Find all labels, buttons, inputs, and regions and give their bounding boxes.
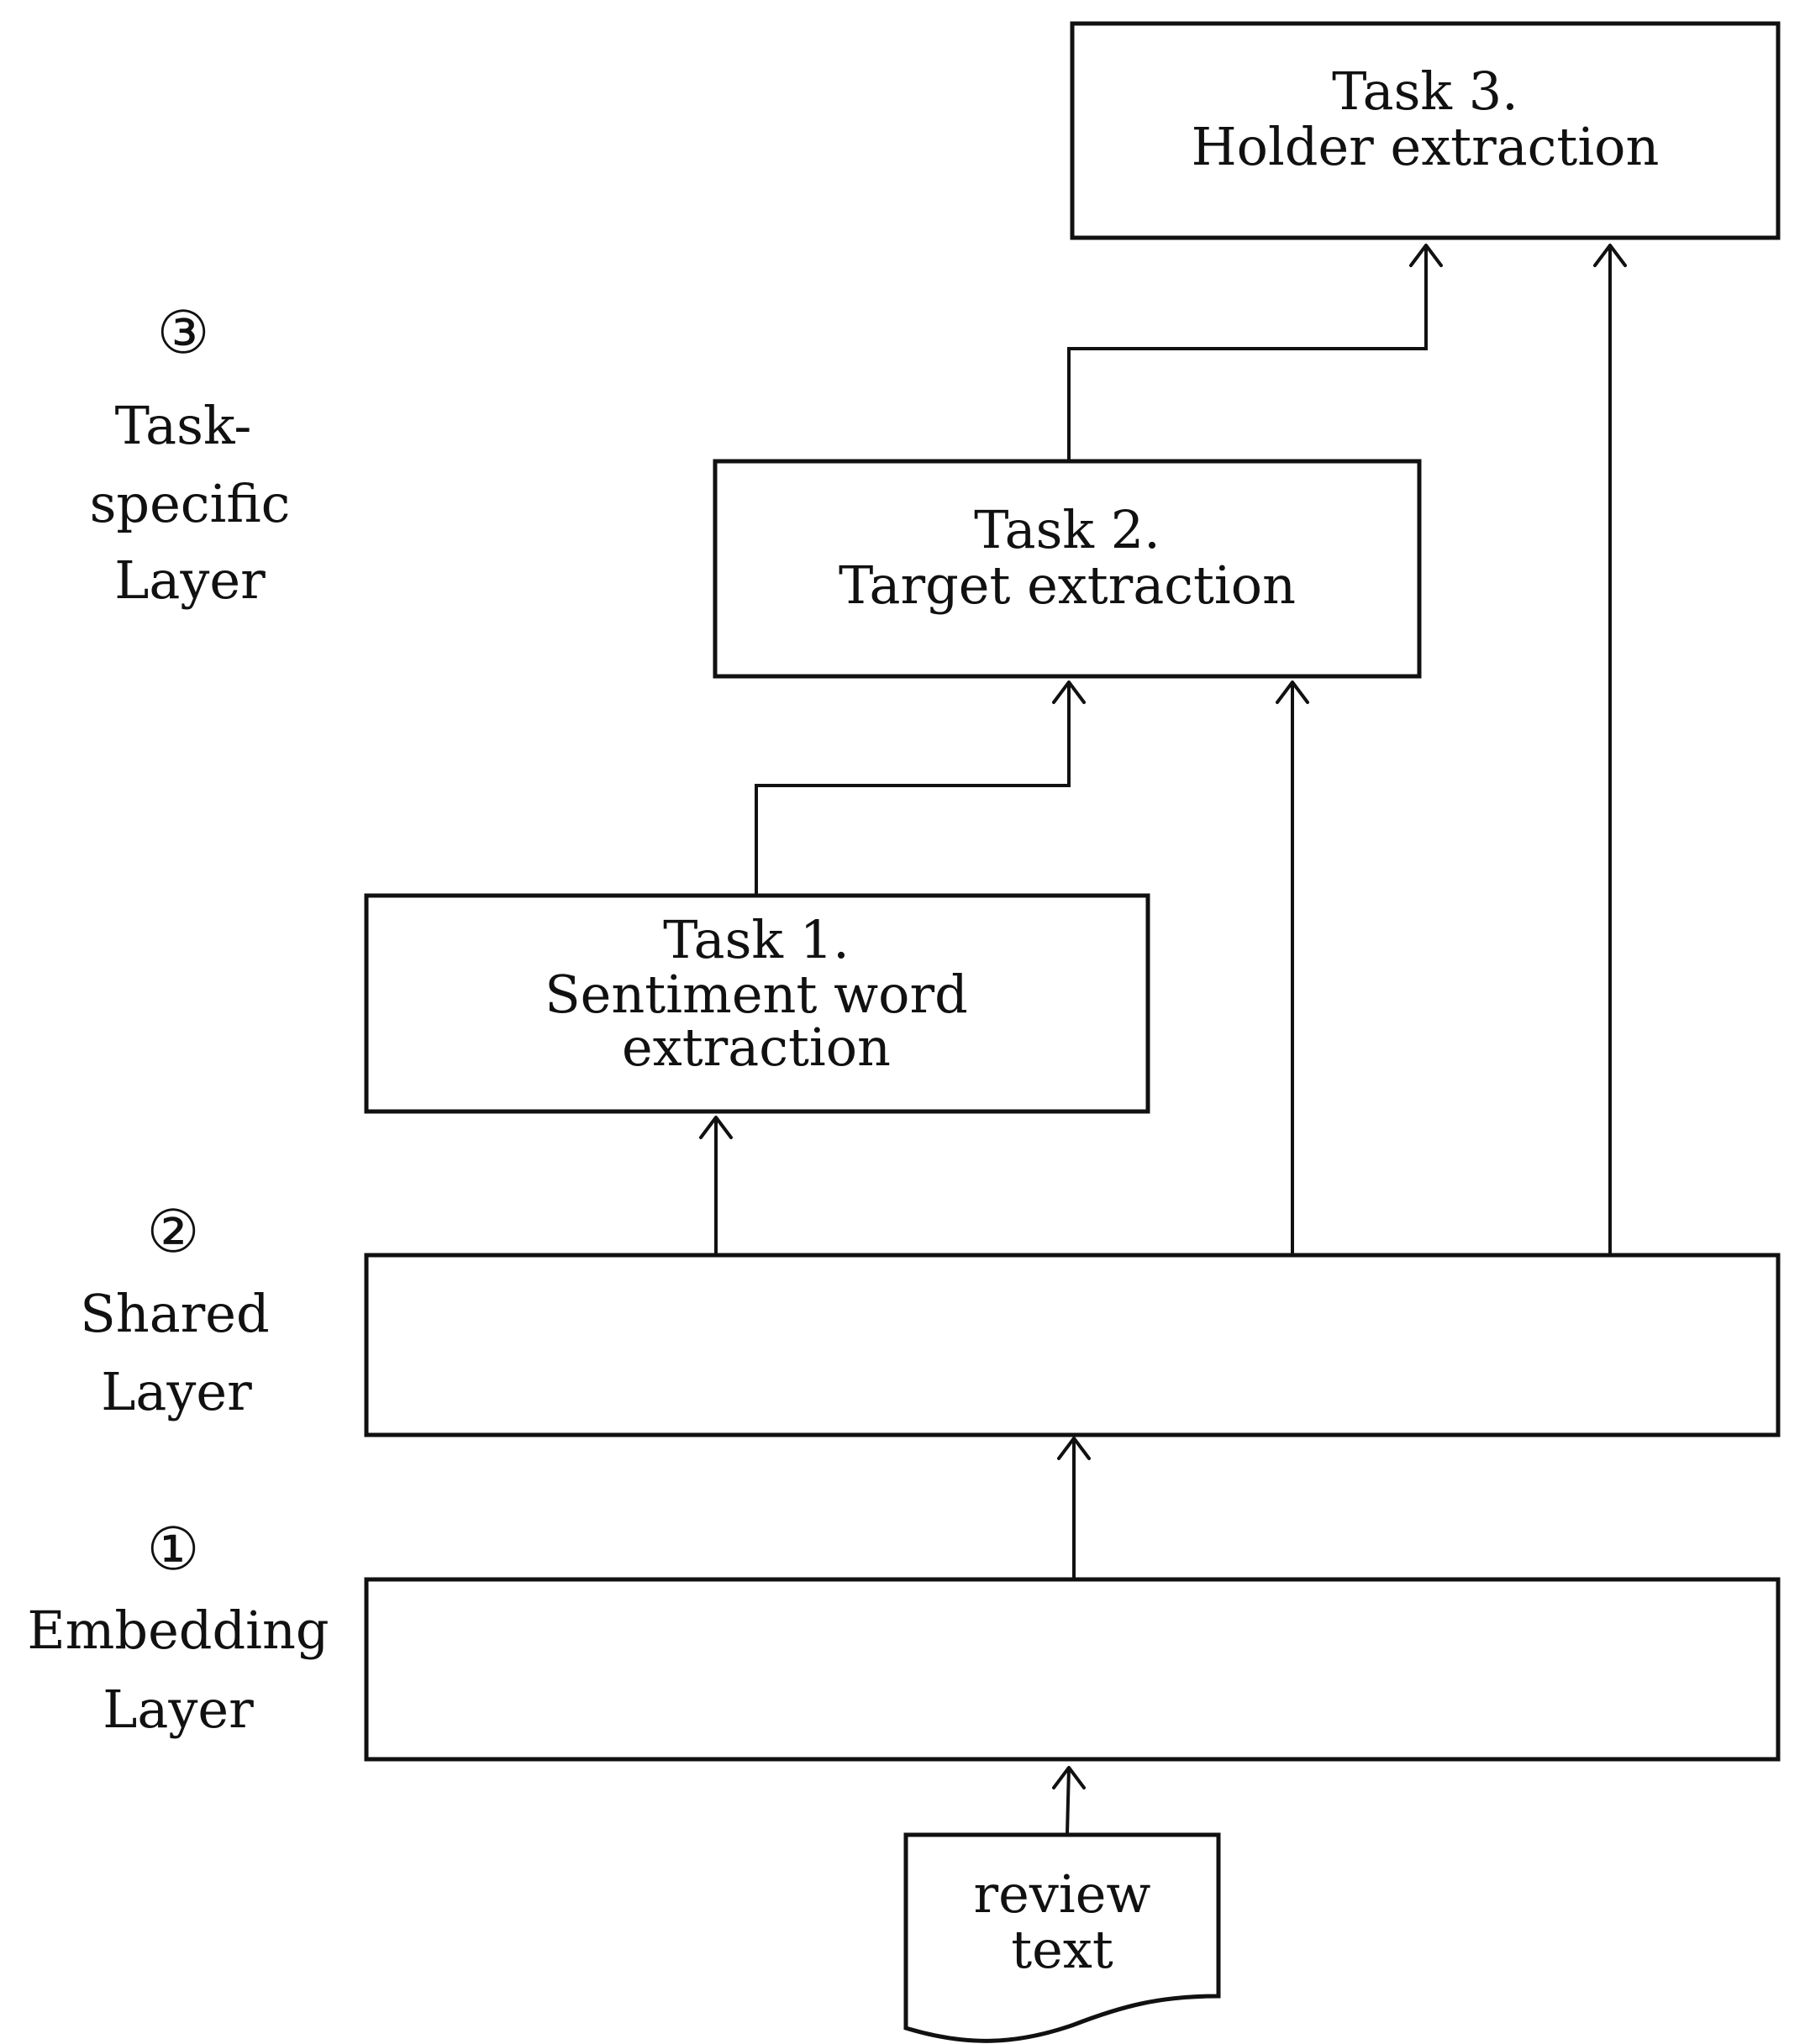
layer-label-line: Layer: [101, 1361, 252, 1422]
arrowhead-up-icon: [1052, 680, 1086, 704]
arrowhead-up-icon: [1276, 680, 1309, 704]
connector-input-to-embedding: [1066, 1767, 1071, 1835]
layer-label-embedding: ① Embedding Layer: [27, 1515, 329, 1740]
layer-label-line: Shared: [80, 1283, 269, 1344]
arrowhead-up-icon: [1409, 244, 1443, 267]
input-line1: review: [974, 1863, 1151, 1925]
document-shape-icon: [903, 1832, 1221, 2043]
layer-label-line: Task-: [115, 395, 252, 456]
arrowheads: [699, 244, 1627, 1789]
task2-name: Target extraction: [839, 554, 1296, 616]
arrowhead-up-icon: [699, 1116, 733, 1139]
connectors: [714, 245, 1612, 1835]
layer-label-line: Layer: [103, 1679, 254, 1740]
task1-name-line1: Sentiment word: [545, 964, 968, 1025]
circled-one-marker: ①: [147, 1515, 200, 1584]
task1-name-line2: extraction: [622, 1017, 891, 1078]
task3-box: Task 3. Holder extraction: [1070, 21, 1781, 240]
connector-task2-to-task3: [1067, 245, 1428, 460]
input-line2: text: [1011, 1919, 1113, 1980]
task1-box: Task 1. Sentiment word extraction: [364, 893, 1150, 1114]
layer-label-line: Embedding: [27, 1600, 329, 1661]
layer-label-line: specific: [90, 473, 291, 534]
shared-layer-box: [364, 1253, 1781, 1437]
arrowhead-up-icon: [1052, 1766, 1086, 1789]
connector-task1-to-task2: [755, 682, 1071, 896]
task3-name: Holder extraction: [1192, 116, 1660, 177]
embedding-layer-box: [364, 1577, 1781, 1762]
task3-title: Task 3.: [1332, 60, 1518, 122]
circled-three-marker: ③: [157, 298, 210, 367]
arrowhead-up-icon: [1057, 1437, 1091, 1460]
circled-two-marker: ②: [147, 1197, 200, 1266]
layer-label-task-specific: ③ Task- specific Layer: [90, 298, 291, 611]
layer-label-shared: ② Shared Layer: [80, 1197, 269, 1422]
task1-title: Task 1.: [663, 909, 850, 970]
review-text-document: review text: [903, 1832, 1221, 2043]
task2-title: Task 2.: [974, 499, 1160, 560]
task2-box: Task 2. Target extraction: [713, 459, 1422, 679]
arrowhead-up-icon: [1593, 244, 1627, 267]
layer-label-line: Layer: [114, 549, 266, 611]
